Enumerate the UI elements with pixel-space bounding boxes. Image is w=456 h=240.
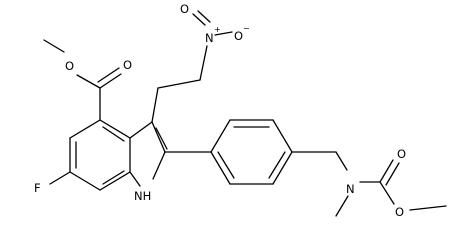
nitroethyl-chain: N + O − O xyxy=(151,2,250,123)
carbamate-carbonyl-oxygen-label: O xyxy=(397,147,406,161)
carbamate-nitrogen-label: N xyxy=(346,182,355,196)
ch2-nitrogen-bond xyxy=(335,151,348,171)
fluoro-substituent: F xyxy=(34,171,71,195)
indole-nh-label: NH xyxy=(134,189,151,203)
methyl-carbamate-group: N O O xyxy=(335,147,447,219)
nitro-oxygen-minus-label: O xyxy=(234,29,243,43)
methyl-ester-group: O O xyxy=(43,39,132,121)
nitro-oxygen-charge: − xyxy=(243,24,250,33)
nitro-nitrogen-charge: + xyxy=(214,25,221,34)
ester-carbonyl-oxygen-label: O xyxy=(123,58,132,72)
ester-ether-oxygen-label: O xyxy=(65,59,74,73)
carbamate-ether-oxygen-label: O xyxy=(395,205,404,219)
indole-benzene-ring xyxy=(69,119,131,191)
chemical-structure: F NH O O N + O − O xyxy=(34,2,447,219)
phenylene-ring xyxy=(210,119,293,185)
nitro-nitrogen-label: N xyxy=(205,31,214,45)
nitro-double-oxygen-label: O xyxy=(180,2,189,16)
fluorine-atom-label: F xyxy=(34,181,41,195)
indole-pyrrole-ring xyxy=(129,121,168,187)
